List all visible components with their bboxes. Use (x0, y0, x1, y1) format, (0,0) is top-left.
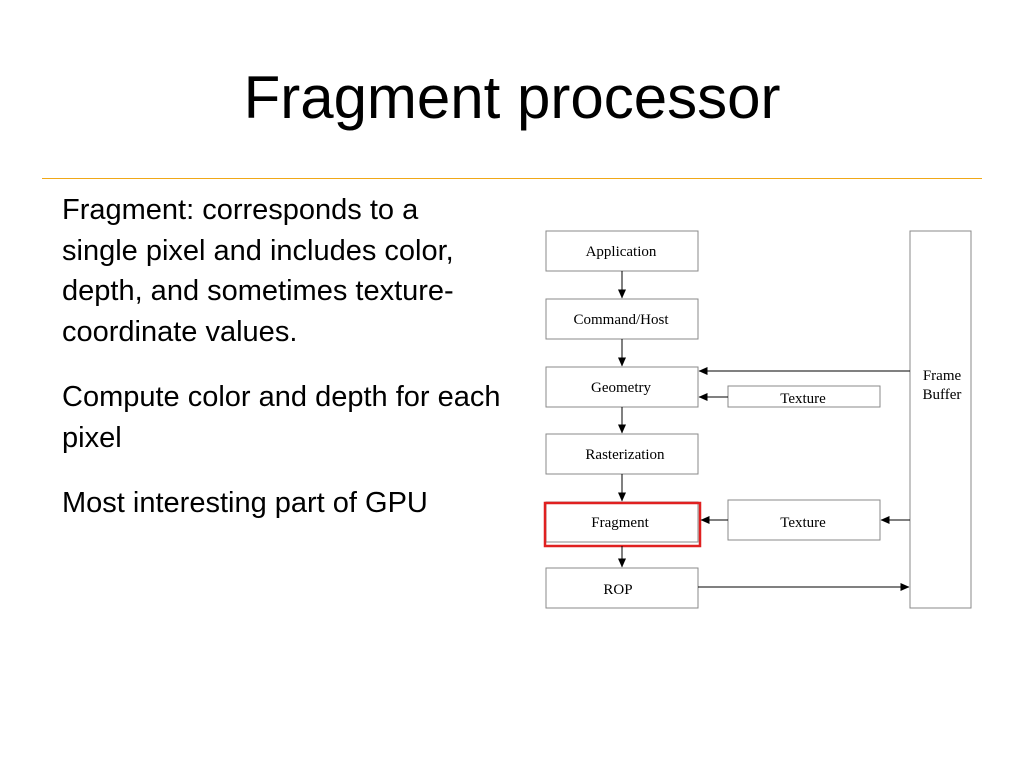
slide-title: Fragment processor (243, 64, 781, 131)
svg-text:Fragment: Fragment (591, 515, 649, 531)
bullet-compute-color: Compute color and depth for each pixel (62, 381, 501, 454)
svg-text:Command/Host: Command/Host (573, 312, 669, 328)
bullet-list: Fragment: corresponds to a single pixel … (62, 190, 502, 549)
stage-command-host: Command/Host (545, 298, 699, 340)
title-divider (42, 178, 982, 179)
stage-fragment: Fragment (543, 501, 702, 548)
bullet-fragment-definition: Fragment: corresponds to a single pixel … (62, 194, 454, 348)
fragment-highlight (543, 501, 702, 548)
stage-application: Application (545, 230, 699, 272)
stage-rasterization: Rasterization (545, 433, 699, 475)
svg-text:Texture: Texture (780, 515, 826, 531)
bullet-most-interesting: Most interesting part of GPU (62, 487, 428, 519)
svg-text:ROP: ROP (603, 582, 632, 598)
stage-geometry: Geometry (545, 366, 699, 408)
svg-text:Buffer: Buffer (923, 387, 962, 403)
svg-text:Texture: Texture (780, 391, 826, 407)
svg-text:Rasterization: Rasterization (585, 447, 665, 463)
texture-box-geometry: Texture (727, 385, 881, 408)
texture-box-fragment: Texture (727, 499, 881, 541)
svg-text:Frame: Frame (923, 368, 962, 384)
svg-text:Application: Application (586, 244, 657, 260)
side-arrows (698, 367, 910, 591)
stage-rop: ROP (545, 567, 699, 609)
frame-buffer-box: Frame Buffer (909, 230, 972, 609)
svg-text:Geometry: Geometry (591, 380, 651, 396)
